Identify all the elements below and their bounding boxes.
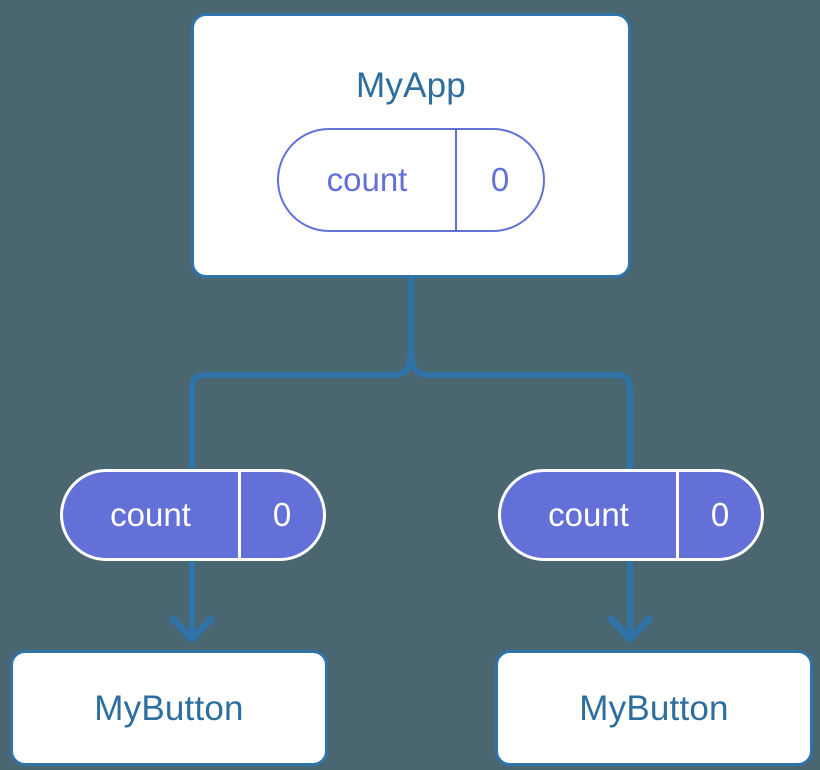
state-pill-value: 0 [238, 472, 323, 558]
component-title-mybutton: MyButton [579, 689, 729, 728]
tree-branch-right [408, 347, 633, 480]
state-pill-key: count [110, 496, 191, 533]
state-flow-arrow-left-head [169, 615, 215, 643]
state-pill-key: count [326, 161, 408, 198]
state-pill-child-right[interactable]: count 0 [498, 469, 764, 561]
state-pill-key: count [548, 496, 629, 533]
tree-branch-left [189, 347, 414, 480]
component-title-myapp: MyApp [356, 66, 466, 105]
state-pill-value: 0 [676, 472, 761, 558]
state-flow-arrow-right-head [607, 615, 653, 643]
state-pill-value: 0 [455, 130, 543, 230]
state-pill-myapp[interactable]: count 0 [277, 128, 545, 232]
component-card-mybutton-left[interactable]: MyButton [10, 650, 328, 766]
state-pill-child-left[interactable]: count 0 [60, 469, 326, 561]
component-card-mybutton-right[interactable]: MyButton [495, 650, 813, 766]
component-title-mybutton: MyButton [94, 689, 244, 728]
